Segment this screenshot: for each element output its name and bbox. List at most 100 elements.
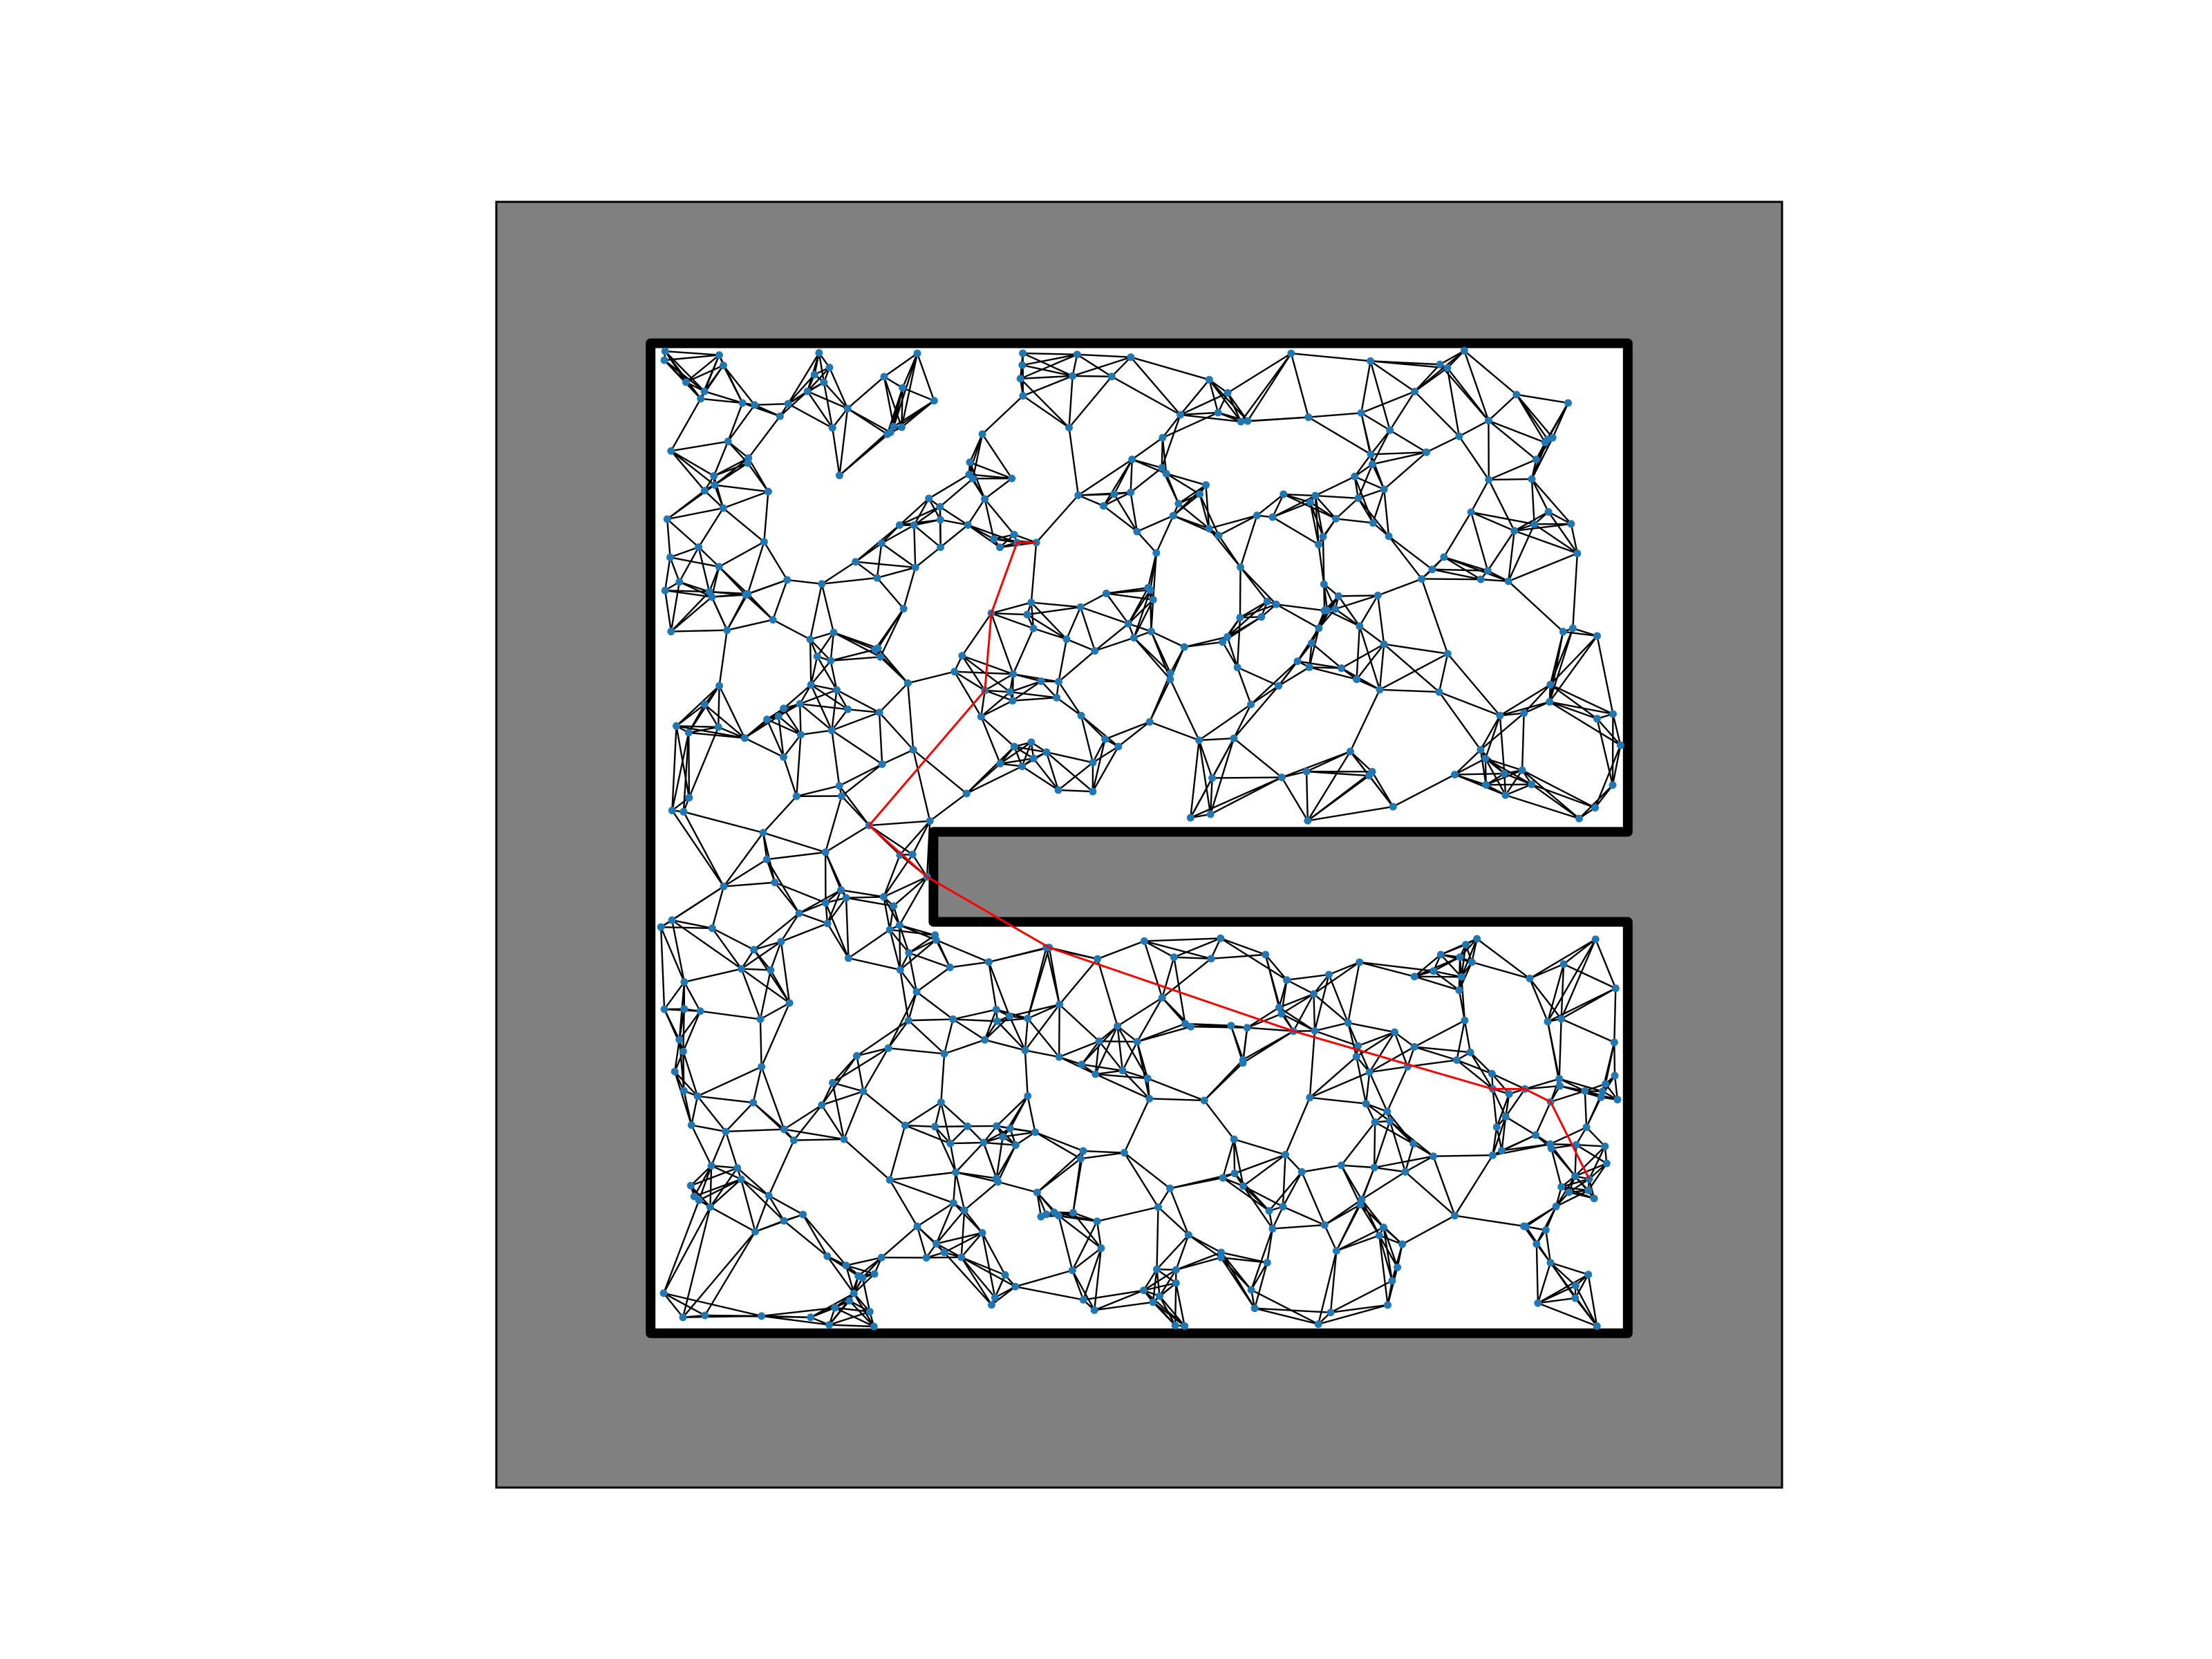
- roadmap-edge: [972, 433, 984, 479]
- roadmap-edge: [700, 397, 743, 404]
- roadmap-edge: [841, 763, 883, 797]
- roadmap-node: [1277, 774, 1286, 782]
- roadmap-edge: [676, 725, 719, 729]
- roadmap-edge: [1097, 940, 1145, 960]
- roadmap-node: [1239, 1182, 1248, 1190]
- roadmap-edge: [1143, 941, 1163, 998]
- roadmap-node: [1593, 715, 1601, 723]
- roadmap-node: [870, 1270, 879, 1278]
- roadmap-node: [696, 1007, 704, 1015]
- roadmap-edge: [1561, 1018, 1615, 1043]
- roadmap-edge: [843, 1091, 865, 1140]
- roadmap-node: [1616, 741, 1624, 749]
- roadmap-edge: [1149, 590, 1152, 632]
- roadmap-edge: [995, 1136, 1004, 1179]
- roadmap-edge: [1529, 977, 1562, 1020]
- roadmap-node: [877, 539, 885, 547]
- roadmap-node: [832, 686, 841, 694]
- roadmap-node: [1332, 514, 1340, 523]
- roadmap-node: [859, 1087, 868, 1096]
- roadmap-edge: [1173, 957, 1186, 1024]
- roadmap-edge: [745, 579, 788, 596]
- roadmap-edge: [868, 825, 913, 856]
- roadmap-node: [1492, 1123, 1501, 1131]
- roadmap-edge: [983, 1141, 1016, 1146]
- roadmap-node: [1598, 1087, 1606, 1096]
- roadmap-edge: [684, 968, 742, 983]
- roadmap-node: [765, 1192, 773, 1200]
- roadmap-edge: [1575, 1162, 1607, 1177]
- roadmap-node: [1546, 697, 1554, 706]
- roadmap-node: [1367, 450, 1375, 458]
- roadmap-edge: [727, 402, 744, 442]
- roadmap-edge: [1458, 435, 1490, 480]
- roadmap-edge: [1456, 1059, 1494, 1090]
- roadmap-edge: [847, 376, 885, 409]
- roadmap-edge: [1071, 1221, 1098, 1271]
- roadmap-node: [1304, 413, 1313, 422]
- roadmap-node: [1356, 1201, 1365, 1209]
- roadmap-node: [1386, 1117, 1394, 1125]
- roadmap-edge: [709, 1179, 742, 1208]
- roadmap-node: [1436, 360, 1444, 368]
- roadmap-node: [995, 543, 1004, 552]
- roadmap-edge: [1012, 697, 1057, 702]
- roadmap-node: [940, 1049, 948, 1058]
- roadmap-node: [835, 471, 843, 480]
- roadmap-edge: [1361, 1171, 1406, 1201]
- roadmap-node: [890, 902, 898, 910]
- roadmap-edge: [935, 939, 989, 963]
- roadmap-edge: [723, 859, 767, 888]
- roadmap-edge: [1278, 993, 1314, 1009]
- roadmap-edge: [1318, 1304, 1388, 1325]
- roadmap-edge: [747, 415, 781, 459]
- roadmap-node: [1582, 1123, 1591, 1132]
- roadmap-edge: [1307, 805, 1394, 822]
- roadmap-node: [1166, 1184, 1174, 1192]
- roadmap-node: [1324, 971, 1333, 979]
- roadmap-edge: [823, 382, 848, 409]
- roadmap-node: [673, 722, 681, 730]
- roadmap-edge: [1170, 646, 1185, 674]
- roadmap-edge: [1105, 721, 1150, 740]
- roadmap-edge: [1239, 515, 1258, 568]
- roadmap-node: [821, 899, 830, 907]
- roadmap-node: [1374, 591, 1382, 599]
- roadmap-node: [1143, 1074, 1152, 1082]
- roadmap-edge: [1492, 1089, 1498, 1127]
- roadmap-edge: [1501, 1143, 1550, 1152]
- roadmap-edge: [1159, 1295, 1185, 1327]
- roadmap-edge: [1550, 1078, 1560, 1103]
- roadmap-node: [1097, 1244, 1105, 1253]
- roadmap-edge: [697, 1066, 762, 1097]
- roadmap-node: [1530, 520, 1539, 528]
- roadmap-edge: [1058, 762, 1094, 791]
- roadmap-edge: [1072, 1159, 1082, 1213]
- roadmap-node: [1380, 485, 1388, 494]
- roadmap-edge: [1027, 614, 1067, 640]
- roadmap-edge: [1488, 420, 1546, 444]
- roadmap-node: [668, 806, 676, 814]
- roadmap-edge: [661, 926, 713, 930]
- roadmap-node: [913, 349, 921, 357]
- roadmap-node: [1353, 675, 1361, 684]
- roadmap-edge: [1002, 1131, 1035, 1138]
- roadmap-edge: [723, 881, 775, 888]
- roadmap-node: [1068, 1266, 1076, 1275]
- roadmap-node: [1153, 1265, 1161, 1273]
- roadmap-edge: [955, 1171, 998, 1183]
- roadmap-edge: [955, 1142, 984, 1173]
- roadmap-edge: [1508, 530, 1515, 582]
- roadmap-edge: [670, 398, 702, 451]
- roadmap-node: [708, 924, 716, 932]
- roadmap-edge: [940, 518, 968, 526]
- roadmap-edge: [1136, 531, 1157, 554]
- roadmap-node: [807, 1313, 815, 1322]
- roadmap-edge: [899, 924, 910, 953]
- roadmap-edge: [1414, 350, 1465, 393]
- roadmap-edge: [1098, 1040, 1123, 1071]
- roadmap-edge: [829, 1324, 874, 1328]
- roadmap-node: [890, 422, 898, 431]
- roadmap-node: [1172, 1279, 1180, 1287]
- roadmap-edge: [1220, 1252, 1256, 1309]
